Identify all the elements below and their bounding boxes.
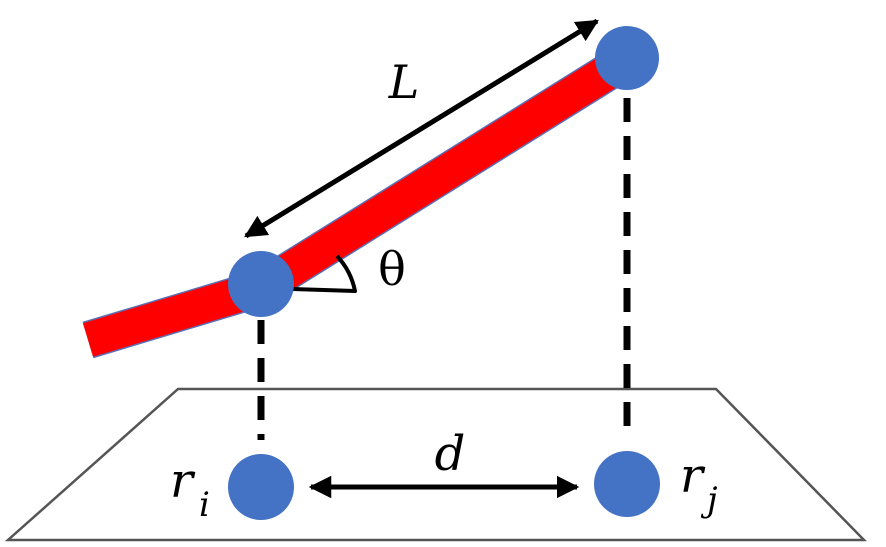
svg-text:r: r [170, 453, 196, 509]
node-i-label: r i [170, 453, 210, 525]
plane-node-j [594, 451, 660, 517]
rod-node-upper [595, 26, 659, 90]
plane-node-i [228, 454, 294, 520]
distance-label: d [435, 426, 466, 482]
angle-label: θ [378, 242, 406, 296]
rod-node-lower [228, 251, 294, 317]
svg-text:i: i [199, 485, 210, 525]
length-arrow [244, 18, 599, 239]
length-label: L [388, 55, 420, 109]
svg-text:r: r [680, 448, 706, 504]
angle-arc [260, 254, 357, 293]
rod [82, 45, 637, 357]
